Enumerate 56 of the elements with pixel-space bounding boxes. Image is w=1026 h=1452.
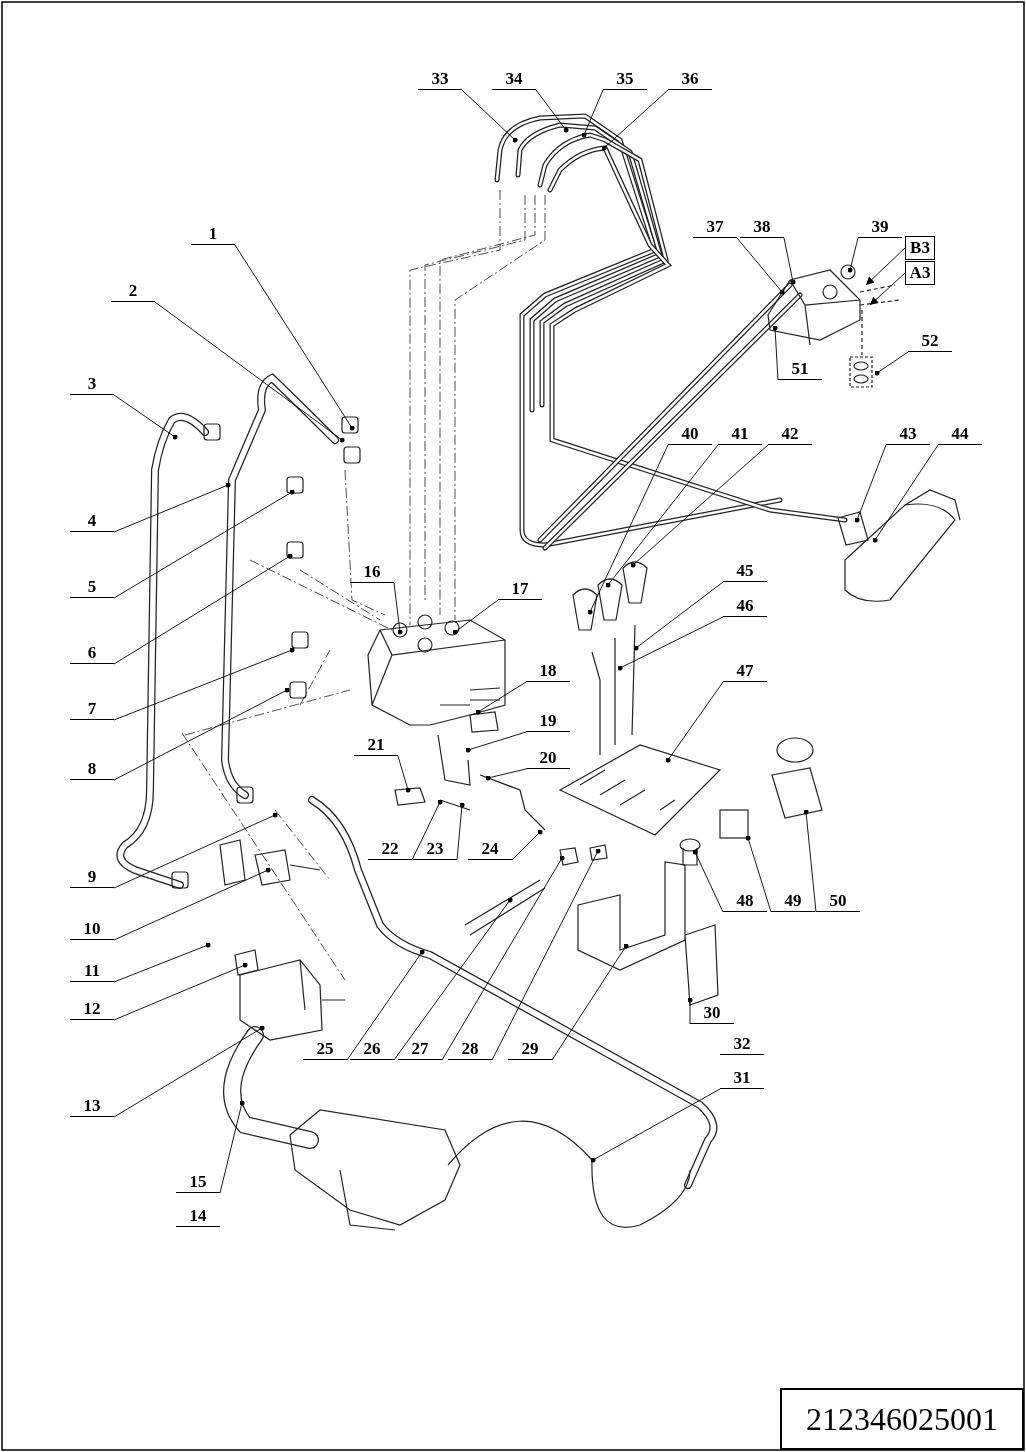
part-number: 47 [736, 661, 754, 680]
part-number: 51 [791, 359, 809, 378]
part-number: 40 [681, 424, 699, 443]
part-number: 34 [505, 69, 523, 88]
part-number: 37 [706, 217, 724, 236]
part-number: 31 [733, 1068, 751, 1087]
part-number: 52 [921, 331, 939, 350]
part-number: 27 [411, 1039, 429, 1058]
part-number: 24 [481, 839, 499, 858]
part-number: 45 [736, 561, 754, 580]
part-number: 17 [511, 579, 529, 598]
part-number: 9 [87, 867, 97, 886]
port-box [905, 236, 935, 260]
part-number: 11 [83, 961, 101, 980]
part-number: 18 [539, 661, 557, 680]
part-number: 50 [829, 891, 847, 910]
part-number: 29 [521, 1039, 539, 1058]
part-number: 19 [539, 711, 557, 730]
part-number: 8 [87, 759, 97, 778]
part-number: 4 [87, 511, 97, 530]
part-number: 1 [208, 224, 218, 243]
part-number: 28 [461, 1039, 479, 1058]
part-number: 49 [784, 891, 802, 910]
part-number: 26 [363, 1039, 381, 1058]
part-number: 14 [189, 1206, 207, 1225]
part-number: 32 [733, 1034, 751, 1053]
part-number: 7 [87, 699, 97, 718]
part-number: 6 [87, 643, 97, 662]
part-number: 20 [539, 748, 557, 767]
part-number: 43 [899, 424, 917, 443]
part-number: 25 [316, 1039, 334, 1058]
drawing-number: 212346025001 [780, 1388, 1024, 1450]
part-number: 2 [128, 281, 138, 300]
part-number: 41 [731, 424, 749, 443]
part-number: 33 [431, 69, 449, 88]
part-number: 22 [381, 839, 399, 858]
port-code: B3 [910, 238, 930, 257]
part-number: 10 [83, 919, 101, 938]
part-number: 36 [681, 69, 699, 88]
part-number: 30 [703, 1003, 721, 1022]
port-code: A3 [909, 263, 931, 282]
part-number: 48 [736, 891, 754, 910]
part-number: 44 [951, 424, 969, 443]
part-number: 3 [87, 374, 97, 393]
part-number: 23 [426, 839, 444, 858]
part-number: 35 [616, 69, 634, 88]
part-number: 13 [83, 1096, 101, 1115]
part-number: 46 [736, 596, 754, 615]
part-number: 21 [367, 735, 385, 754]
part-number: 42 [781, 424, 799, 443]
part-number: 16 [363, 562, 381, 581]
part-number: 15 [189, 1172, 207, 1191]
part-number: 38 [753, 217, 771, 236]
part-number: 39 [871, 217, 889, 236]
part-number: 12 [83, 999, 101, 1018]
part-number: 5 [87, 577, 97, 596]
